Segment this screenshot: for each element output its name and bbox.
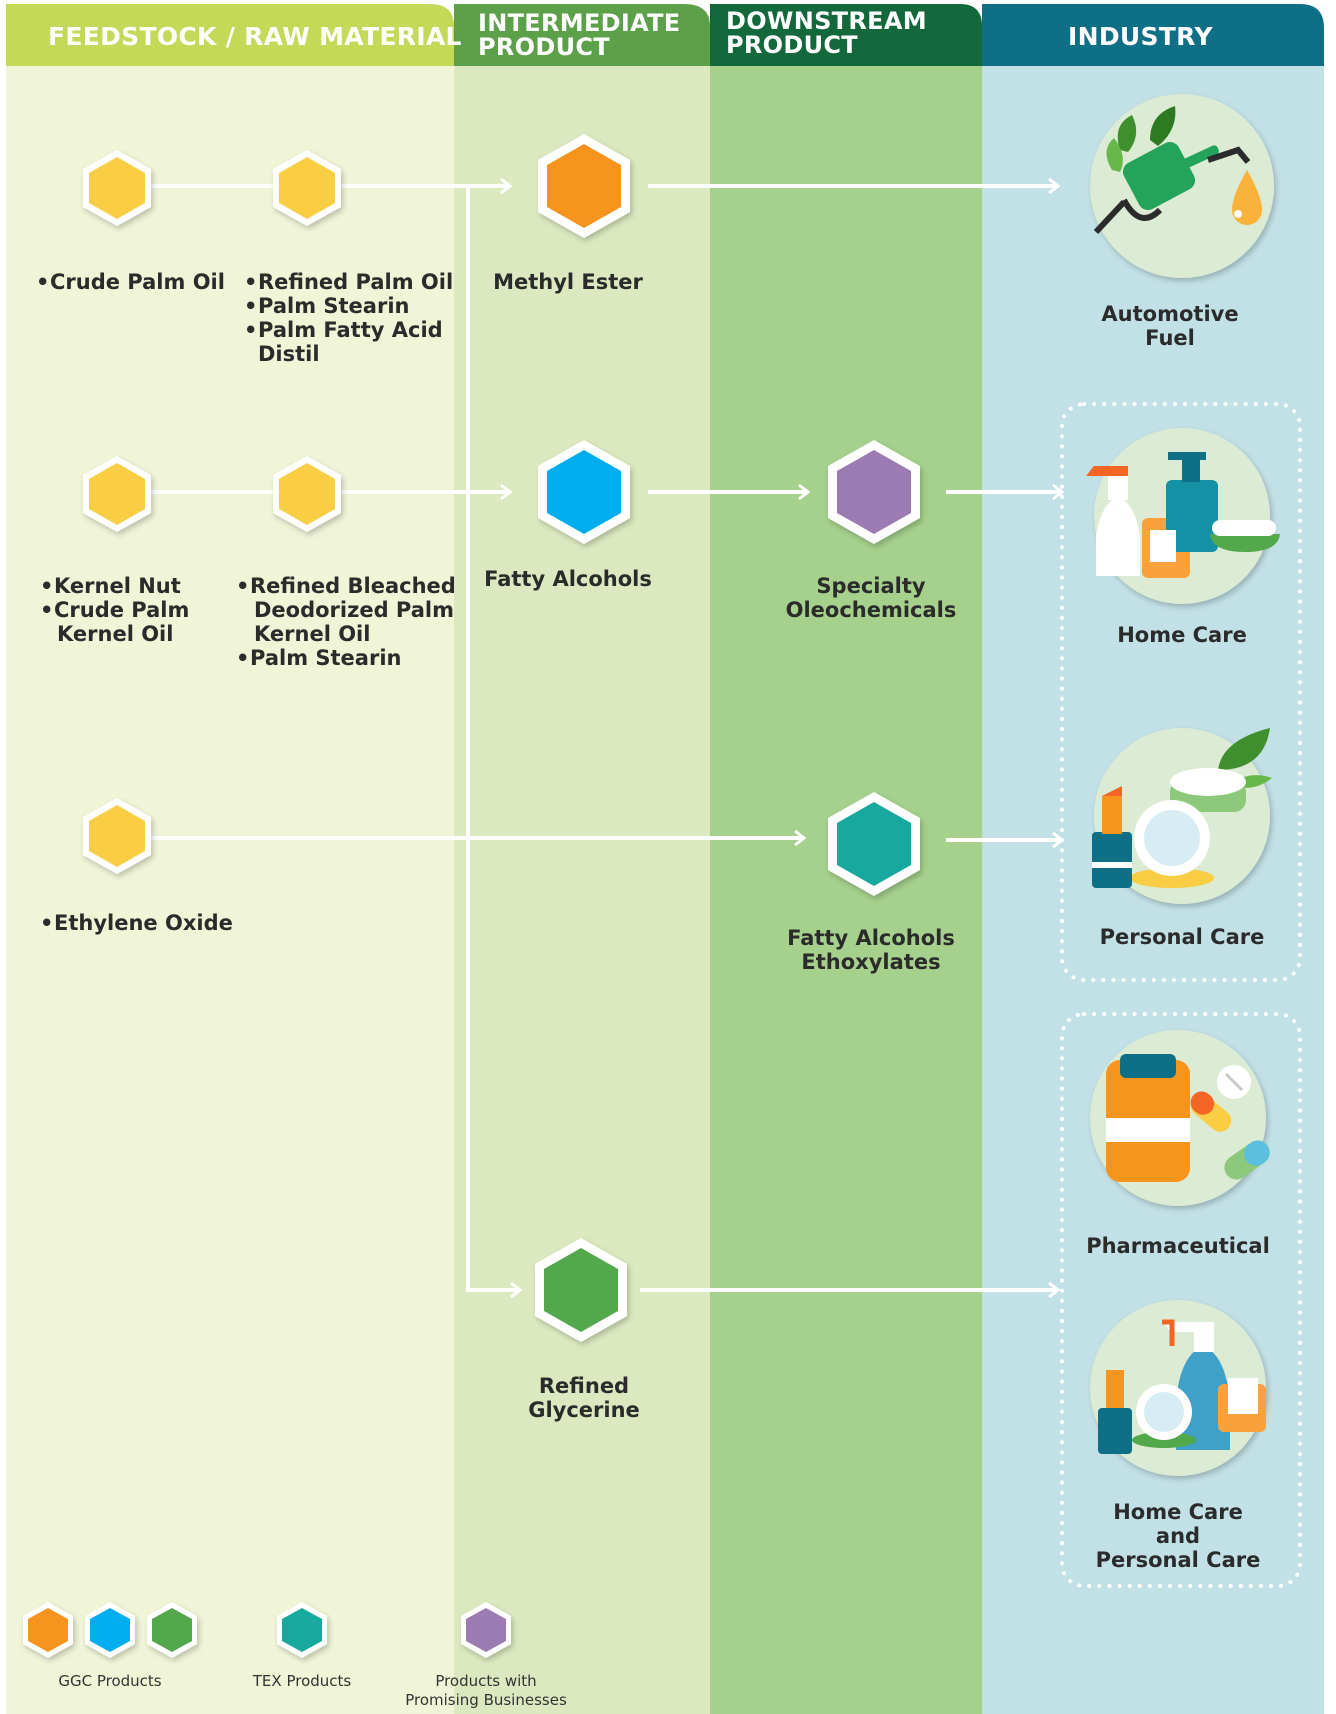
intermediate-column — [454, 66, 710, 1714]
personal-care-icon — [1092, 728, 1272, 904]
item-palm-fatty-acid-cont: Distil — [258, 342, 320, 366]
label-personal-care: Personal Care — [1099, 925, 1265, 949]
fatty-alcohols-ethoxylates-hexagon-fill — [837, 802, 911, 886]
label-home-care: Home Care — [1117, 623, 1247, 647]
refined-glycerine-hexagon-fill — [544, 1248, 618, 1332]
kernel-nut-hexagon-fill — [89, 463, 145, 525]
label-hc-pc-line1: Home Care — [1113, 1500, 1243, 1524]
home-and-personal-care-icon — [1090, 1300, 1266, 1476]
item-palm-fatty-acid: Palm Fatty Acid — [244, 318, 453, 342]
item-kernel-oil-cont: Kernel Oil — [254, 622, 371, 646]
item-crude-palm: Crude Palm — [40, 598, 189, 622]
label-refined-palm-group: Refined Palm Oil Palm Stearin Palm Fatty… — [244, 270, 453, 366]
label-specialty-line1: Specialty — [816, 574, 926, 598]
label-ethoxylates-line2: Ethoxylates — [801, 950, 941, 974]
methyl-ester-hexagon-fill — [547, 144, 621, 228]
label-crude-palm-oil: Crude Palm Oil — [36, 270, 225, 294]
legend-promising-hexagon — [461, 1602, 511, 1658]
legend-ggc-label: GGC Products — [58, 1672, 162, 1690]
item-palm-stearin-2: Palm Stearin — [236, 646, 456, 670]
crude-palm-oil-hexagon-fill — [89, 157, 145, 219]
header-downstream: DOWNSTREAM PRODUCT — [726, 9, 927, 57]
downstream-column — [710, 66, 982, 1714]
ethylene-oxide-hexagon-fill — [89, 805, 145, 867]
legend-tex-label: TEX Products — [252, 1672, 352, 1690]
label-pharmaceutical: Pharmaceutical — [1086, 1234, 1270, 1258]
pharma-group-frame — [1060, 1012, 1302, 1588]
label-hc-pc-line3: Personal Care — [1095, 1548, 1261, 1572]
label-refined-glycerine-line1: Refined — [538, 1374, 630, 1398]
label-methyl-ester: Methyl Ester — [493, 270, 643, 294]
item-crude-palm-oil: Crude Palm Oil — [36, 270, 225, 294]
specialty-oleochemicals-hexagon-fill — [837, 450, 911, 534]
automotive-fuel-icon — [1090, 94, 1274, 278]
header-intermediate-line1: INTERMEDIATE — [478, 9, 681, 37]
legend-promising-label: Products with Promising Businesses — [390, 1672, 582, 1710]
fatty-alcohols-hexagon-fill — [547, 450, 621, 534]
label-kernel-group: Kernel Nut Crude Palm Kernel Oil — [40, 574, 189, 646]
label-home-and-personal-care: Home Care and Personal Care — [1078, 1500, 1278, 1572]
legend-tex-hexagon — [277, 1602, 327, 1658]
label-hc-pc-line2: and — [1155, 1524, 1201, 1548]
label-automotive-line2: Fuel — [1145, 326, 1195, 350]
header-industry: INDUSTRY — [1068, 22, 1213, 51]
home-care-icon — [1086, 428, 1280, 604]
label-rbd-group: Refined Bleached Deodorized Palm Kernel … — [236, 574, 456, 670]
label-ethylene-oxide: Ethylene Oxide — [40, 911, 233, 935]
legend-promising-line2: Promising Businesses — [405, 1691, 567, 1709]
label-ethoxylates-line1: Fatty Alcohols — [787, 926, 955, 950]
header-intermediate: INTERMEDIATE PRODUCT — [478, 11, 680, 59]
item-refined-palm-oil: Refined Palm Oil — [244, 270, 453, 294]
label-refined-glycerine-line2: Glycerine — [528, 1398, 640, 1422]
rbd-palm-kernel-oil-hexagon-fill — [279, 463, 335, 525]
item-refined-bleached: Refined Bleached — [236, 574, 456, 598]
legend-ggc-hexagons — [23, 1602, 197, 1658]
care-group-frame — [1060, 402, 1302, 982]
label-automotive-fuel: Automotive Fuel — [1070, 302, 1270, 350]
label-refined-glycerine: Refined Glycerine — [480, 1374, 688, 1422]
pharmaceutical-icon — [1090, 1030, 1270, 1206]
legend-promising-line1: Products with — [435, 1672, 537, 1690]
item-kernel-nut: Kernel Nut — [40, 574, 189, 598]
header-feedstock: FEEDSTOCK / RAW MATERIAL — [48, 22, 462, 51]
label-fatty-alcohols: Fatty Alcohols — [484, 567, 652, 591]
column-headers — [6, 4, 1324, 66]
item-ethylene-oxide: Ethylene Oxide — [40, 911, 233, 935]
flow-connectors — [150, 186, 1062, 1290]
label-specialty-oleochemicals: Specialty Oleochemicals — [756, 574, 986, 622]
header-downstream-line2: PRODUCT — [726, 31, 858, 59]
refined-palm-oil-hexagon-fill — [279, 157, 335, 219]
header-downstream-line1: DOWNSTREAM — [726, 7, 927, 35]
item-crude-palm-kernel-oil-cont: Kernel Oil — [57, 622, 174, 646]
label-fatty-alcohols-ethoxylates: Fatty Alcohols Ethoxylates — [756, 926, 986, 974]
item-palm-stearin: Palm Stearin — [244, 294, 453, 318]
label-specialty-line2: Oleochemicals — [785, 598, 957, 622]
item-deodorized-palm-cont: Deodorized Palm — [254, 598, 455, 622]
header-intermediate-line2: PRODUCT — [478, 33, 610, 61]
label-automotive-line1: Automotive — [1101, 302, 1239, 326]
